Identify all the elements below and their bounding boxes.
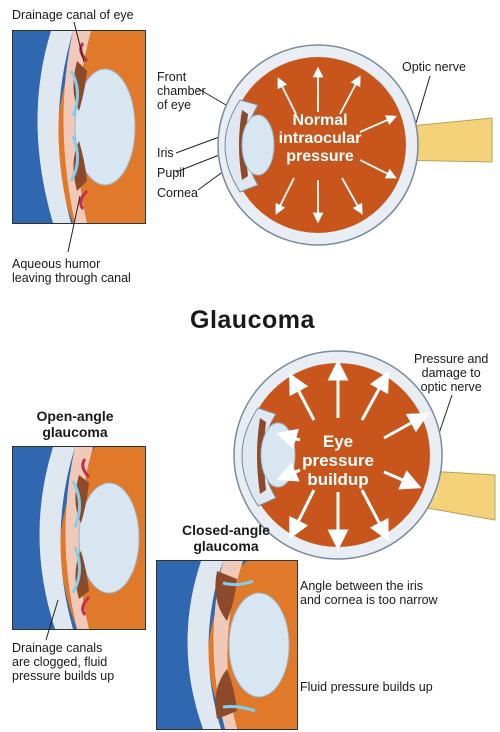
- optic-nerve-label: Optic nerve: [402, 60, 466, 74]
- cornea-label: Cornea: [157, 186, 198, 200]
- fluid-pressure-label: Fluid pressure builds up: [300, 680, 433, 694]
- pressure-damage-label: Pressure and damage to optic nerve: [414, 352, 489, 394]
- drainage-inset-illustration: [13, 31, 145, 223]
- narrow-angle-label: Angle between the iris and cornea is too…: [300, 579, 438, 607]
- closed-angle-panel: [156, 560, 298, 730]
- closed-angle-heading: Closed-angle glaucoma: [182, 522, 270, 554]
- closed-angle-illustration: [157, 561, 297, 729]
- open-angle-illustration: [13, 447, 145, 629]
- normal-eye-illustration: [217, 44, 493, 246]
- pupil-label: Pupil: [157, 166, 185, 180]
- drainage-inset-panel: [12, 30, 146, 224]
- page-title: Glaucoma: [190, 306, 315, 334]
- iris-label: Iris: [157, 146, 174, 160]
- aqueous-humor-label: Aqueous humor leaving through canal: [12, 257, 131, 285]
- drainage-canal-label: Drainage canal of eye: [12, 8, 134, 22]
- eye-pressure-buildup-text: Eye pressure buildup: [302, 432, 374, 489]
- front-chamber-label: Front chamber of eye: [157, 70, 206, 112]
- open-angle-heading: Open-angle glaucoma: [36, 408, 114, 440]
- open-angle-panel: [12, 446, 146, 630]
- clogged-canals-label: Drainage canals are clogged, fluid press…: [12, 641, 115, 683]
- normal-pressure-text: Normal intraocular pressure: [278, 112, 362, 165]
